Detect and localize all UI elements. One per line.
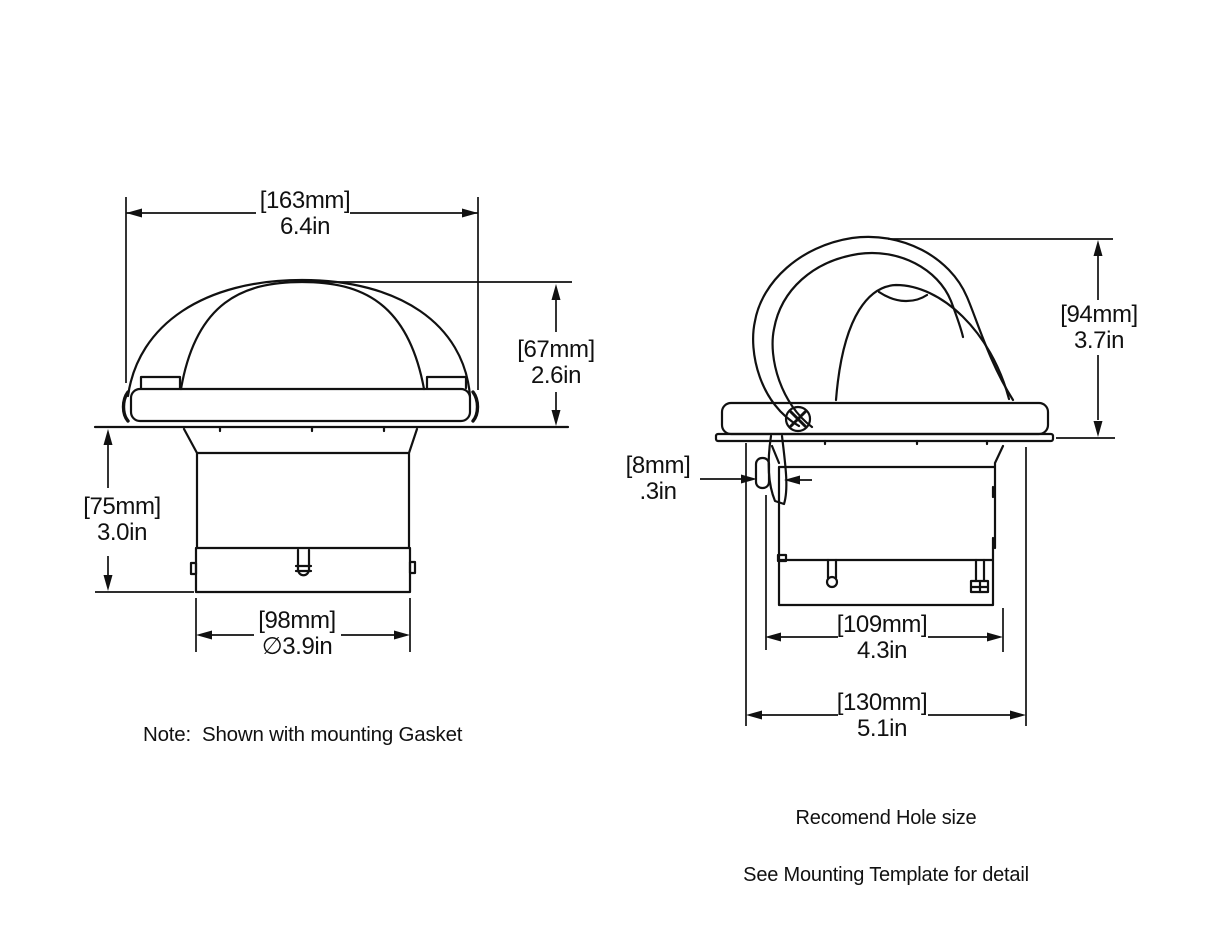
front-hood-end-caps [121,390,480,423]
dim-overall-height-in: 3.7in [1073,327,1125,354]
dim-overall-width-mm: [163mm] [259,187,351,214]
front-view-linework [93,197,572,652]
side-latch-arrowheads [741,474,800,485]
side-left-screw [826,558,838,580]
side-gasket-ticks [823,439,989,446]
dim-hole-outer-label: [130mm] 5.1in [837,690,928,742]
side-hinge-screw [784,405,812,433]
side-hood-outer-edge [752,235,1015,428]
dim-body-diameter-label: [98mm] ∅3.9in [258,608,336,660]
dim-below-depth-label: [75mm] 3.0in [83,494,161,546]
front-body-outline [182,427,419,594]
dim-dome-height-label: [67mm] 2.6in [517,337,595,389]
front-center-screw [294,548,313,577]
side-dome-arc [834,283,1011,402]
side-view-linework [700,235,1115,726]
dim-hole-inner-in: 4.3in [856,637,908,664]
dim-overall-width-label: [163mm] 6.4in [260,188,351,240]
dim-latch-width-in: .3in [639,478,677,505]
dim-below-depth-mm: [75mm] [83,493,161,520]
side-gasket [714,432,1055,443]
dim-overall-width-in: 6.4in [279,213,331,240]
hole-size-note-line2: See Mounting Template for detail [743,864,1029,886]
dim-hole-outer-in: 5.1in [856,715,908,742]
dim-overall-height-label: [94mm] 3.7in [1060,302,1138,354]
hole-size-note: Recomend Hole size See Mounting Template… [743,771,1029,923]
dim-hole-inner-mm: [109mm] [836,611,928,638]
side-height-dimension-lines [888,238,1115,439]
mounting-gasket-note: Note: Shown with mounting Gasket [143,723,463,746]
front-outer-dome-arc [126,278,472,398]
side-flange [720,401,1050,436]
dim-hole-outer-mm: [130mm] [836,689,928,716]
front-inner-dome-arc [179,280,426,391]
front-body-right-tab [408,560,417,575]
dim-dome-height-mm: [67mm] [517,336,595,363]
side-left-screw-head [825,575,839,589]
dim-dome-height-in: 2.6in [530,362,582,389]
side-body-outline [770,444,1005,607]
front-gasket-ticks [218,426,386,433]
side-dome-lens-line [877,290,929,303]
dim-body-diameter-in: ∅3.9in [261,633,333,660]
side-latch-dimension-lines [700,478,812,481]
side-hinge-screw-cross [789,410,807,428]
front-diameter-dimension-lines [195,598,411,652]
front-body-left-tab [189,561,198,576]
hole-size-note-line1: Recomend Hole size [795,807,977,829]
side-latch-bump [754,456,771,490]
front-flange [129,387,472,423]
side-hole-inner-dimension-lines [765,495,1004,652]
front-bezel-ledges [139,375,468,390]
dim-below-depth-in: 3.0in [96,519,148,546]
front-width-dimension-lines [125,197,479,390]
dim-latch-width-label: [8mm] .3in [626,453,691,505]
front-depth-dimension-lines [95,441,194,593]
side-hole-outer-dimension-lines [745,443,1027,726]
dim-hole-inner-label: [109mm] 4.3in [837,612,928,664]
dim-body-diameter-mm: [98mm] [258,607,336,634]
side-body-left-tab [776,553,788,563]
dim-overall-height-mm: [94mm] [1060,301,1138,328]
dim-latch-width-mm: [8mm] [625,452,691,479]
front-dome-height-arrowheads [551,284,561,426]
side-hood-inner-edge [771,251,965,429]
